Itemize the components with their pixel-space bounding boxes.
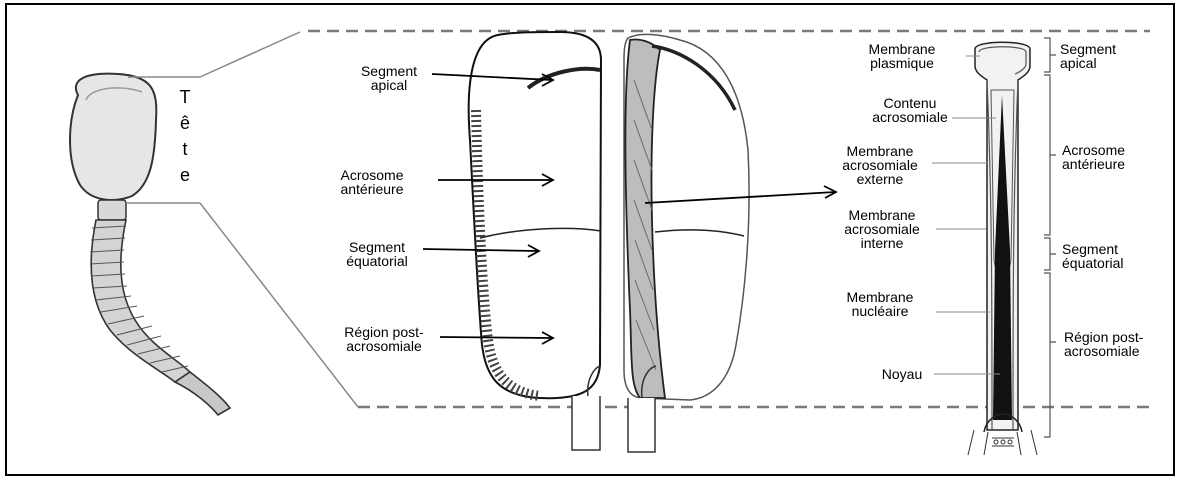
sperm-midpiece xyxy=(91,220,230,415)
label-noyau: Noyau xyxy=(872,367,932,381)
tete-letter-1: T xyxy=(173,84,197,110)
tail-base xyxy=(968,430,1037,455)
label-region-post-acrosomiale: Région post-acrosomiale xyxy=(324,325,444,353)
tete-letter-2: ê xyxy=(173,110,197,136)
tete-letter-3: t xyxy=(173,136,197,162)
acrosome-right-half xyxy=(624,34,749,452)
acrosome-left-half xyxy=(469,32,601,450)
right-braces xyxy=(1044,38,1056,437)
sperm-head-illustration xyxy=(70,74,156,220)
section-drawing xyxy=(968,42,1037,455)
bracket-label-region-post-acrosomiale: Région post-acrosomiale xyxy=(1064,330,1174,358)
tete-letter-4: e xyxy=(173,162,197,188)
